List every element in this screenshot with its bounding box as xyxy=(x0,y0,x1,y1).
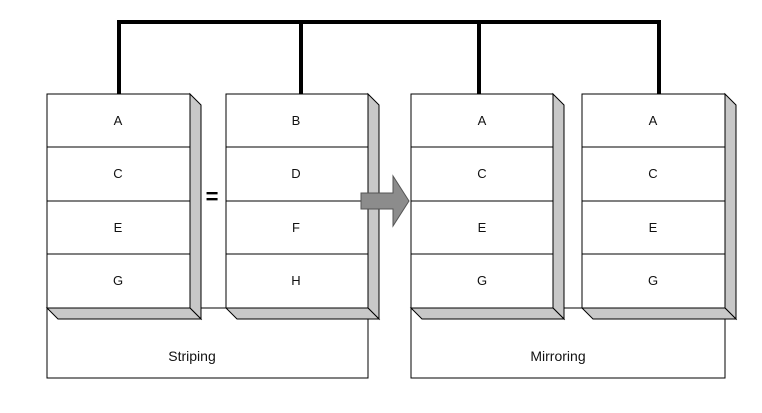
disk-bottom-shadow xyxy=(409,307,566,320)
disk-side-shadow xyxy=(552,92,565,321)
block-label: G xyxy=(113,273,123,288)
block-label: E xyxy=(649,220,658,235)
block-label: G xyxy=(648,273,658,288)
mirroring-group-frame xyxy=(410,307,726,379)
block-label: E xyxy=(478,220,487,235)
striping-group-frame xyxy=(46,307,369,379)
block-label: B xyxy=(292,113,301,128)
block-label: F xyxy=(292,220,300,235)
block-label: H xyxy=(291,273,300,288)
disk-side-shadow xyxy=(189,92,202,321)
connector-bus xyxy=(117,20,661,94)
block-label: E xyxy=(114,220,123,235)
disk-bottom-shadow xyxy=(45,307,203,320)
block-label: G xyxy=(477,273,487,288)
block-label: C xyxy=(113,166,122,181)
disk-side-shadow xyxy=(724,92,737,321)
disk-4: A C E G xyxy=(580,92,738,321)
disk-bottom-shadow xyxy=(580,307,738,320)
disk-bottom-shadow xyxy=(224,307,381,320)
block-label: C xyxy=(648,166,657,181)
block-label: D xyxy=(291,166,300,181)
block-label: C xyxy=(477,166,486,181)
equals-sign: = xyxy=(206,184,219,209)
block-label: A xyxy=(649,113,658,128)
disk-3: A C E G xyxy=(409,92,566,321)
disk-1: A C E G xyxy=(45,92,203,321)
right-arrow-icon xyxy=(360,174,410,228)
striping-label: Striping xyxy=(168,348,215,364)
block-label: A xyxy=(478,113,487,128)
mirroring-label: Mirroring xyxy=(530,348,585,364)
disk-2: B D F H xyxy=(224,92,381,321)
block-label: A xyxy=(114,113,123,128)
